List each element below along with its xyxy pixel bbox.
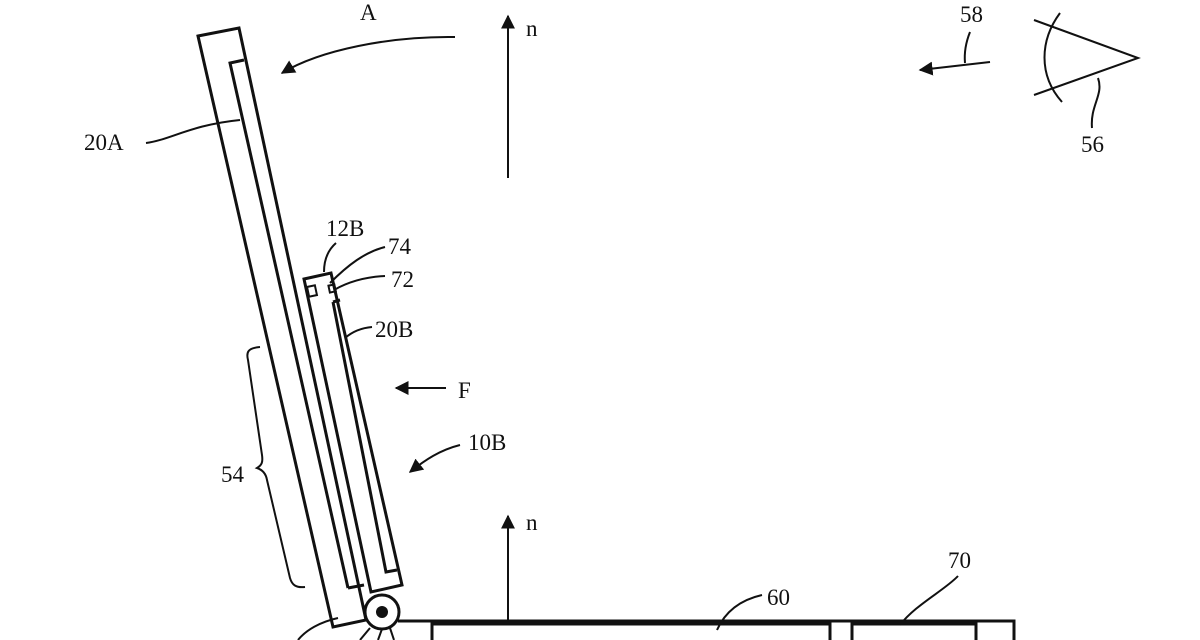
bracket-54 — [246, 346, 306, 589]
panel-20B-inner-top — [332, 298, 341, 304]
label-56: 56 — [1081, 132, 1104, 157]
leader-72 — [333, 275, 386, 291]
label-74: 74 — [388, 234, 412, 259]
panel-20A-inner-bottom — [347, 583, 365, 590]
leader-12B — [323, 242, 337, 273]
panel-20A-housing — [196, 26, 368, 629]
leader-58 — [963, 31, 971, 64]
base-region-70 — [850, 622, 978, 640]
panel-20B-housing — [302, 271, 404, 594]
eye-56 — [1033, 12, 1141, 129]
label-A: A — [360, 0, 377, 25]
eye-lines — [1033, 19, 1141, 96]
view-direction-arrow-58 — [918, 61, 991, 76]
label-n-bottom: n — [526, 510, 538, 535]
hinge-spokes — [359, 627, 395, 640]
component-72 — [327, 283, 337, 294]
label-F: F — [458, 378, 471, 403]
label-72: 72 — [391, 267, 414, 292]
hinge — [297, 593, 401, 640]
hinge-pivot — [376, 606, 388, 618]
panel-20B-inner-display — [331, 301, 398, 574]
label-54: 54 — [221, 462, 245, 487]
eye-lens-arc — [1043, 12, 1063, 103]
hinge-arc — [297, 617, 339, 640]
label-12B: 12B — [326, 216, 364, 241]
leader-60 — [716, 594, 763, 631]
label-20A: 20A — [84, 130, 124, 155]
component-74 — [305, 284, 319, 298]
rotation-arrow-A — [280, 35, 456, 74]
base-top-surface — [398, 619, 1016, 640]
label-70: 70 — [948, 548, 971, 573]
label-n-top: n — [526, 16, 538, 41]
label-20B: 20B — [375, 317, 413, 342]
leader-56 — [1090, 77, 1101, 129]
base-region-60 — [430, 622, 832, 640]
pointer-arrow-10B — [408, 444, 461, 473]
label-60: 60 — [767, 585, 790, 610]
label-58: 58 — [960, 2, 983, 27]
label-10B: 10B — [468, 430, 506, 455]
leader-70 — [899, 575, 959, 626]
display-panel-20A — [196, 26, 368, 629]
display-panel-20B — [302, 271, 404, 594]
leader-20B — [344, 326, 373, 339]
leader-20A — [145, 119, 241, 144]
leader-74 — [329, 246, 386, 284]
base-housing — [398, 619, 1016, 640]
panel-20A-inner-display — [228, 58, 350, 589]
